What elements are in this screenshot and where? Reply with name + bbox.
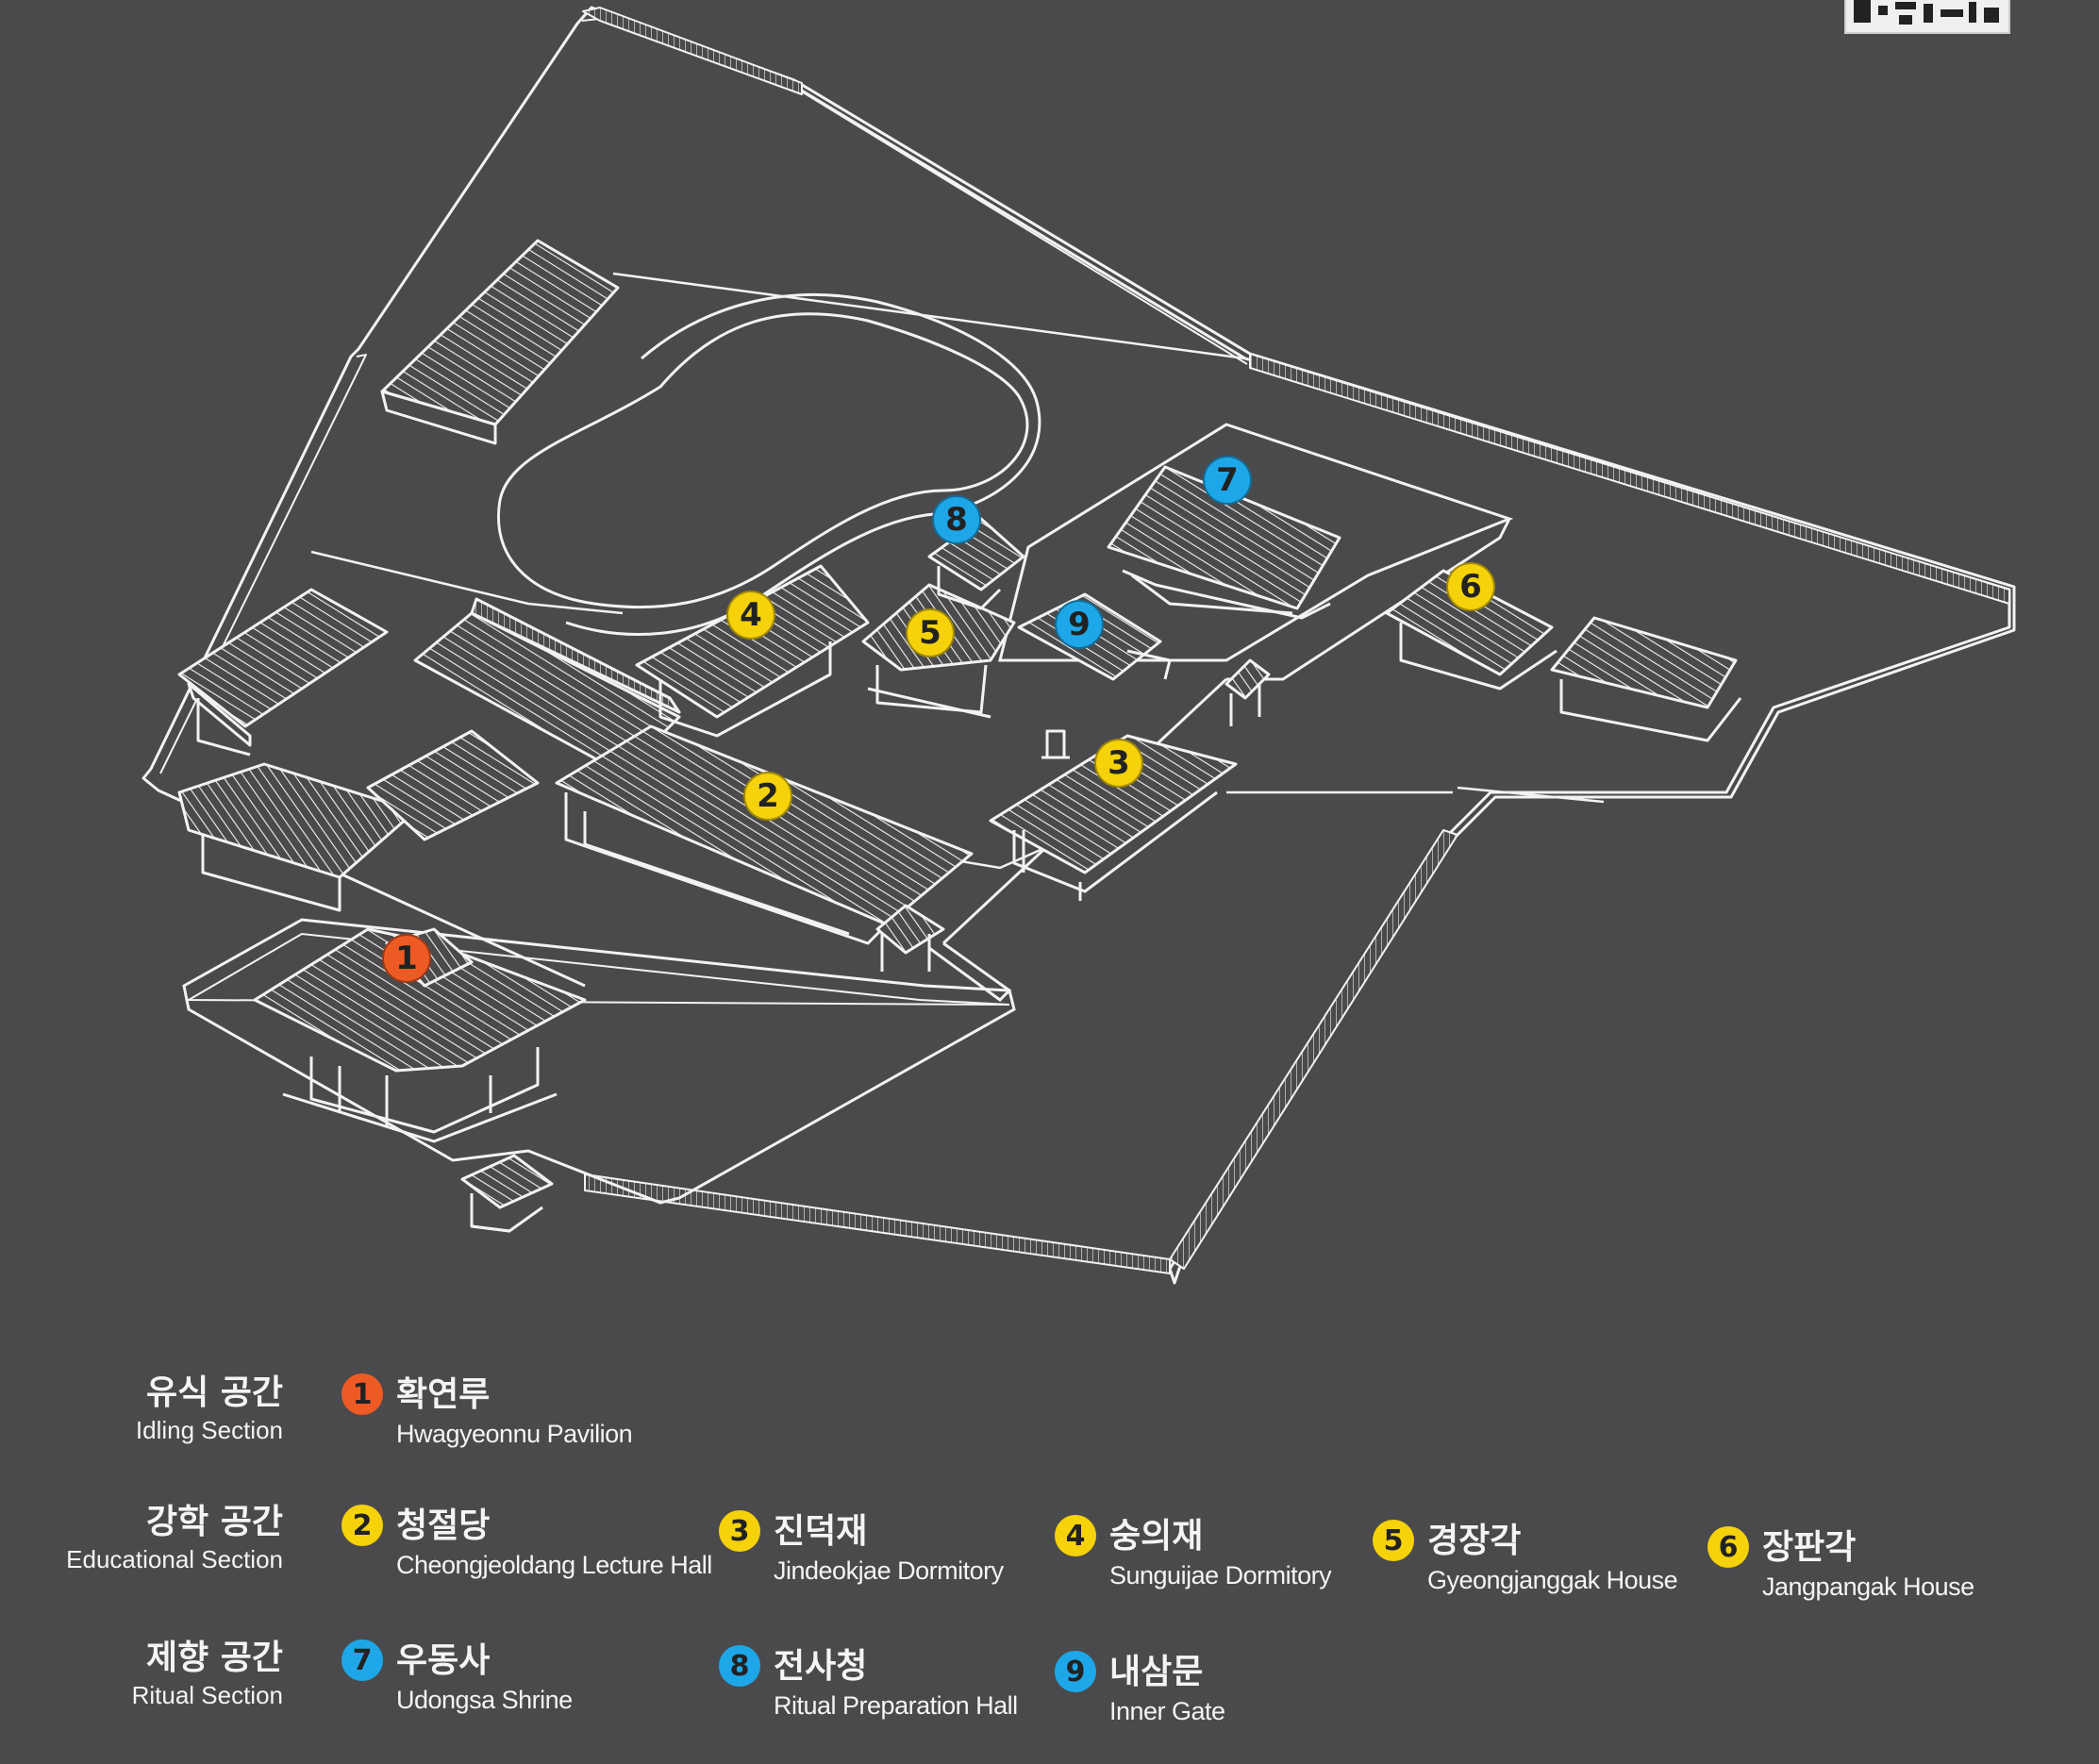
legend-number-badge: 9 [1055, 1651, 1096, 1692]
section-title-ko: 강학 공간 [145, 1503, 283, 1541]
jindeokjae-building [989, 734, 1238, 901]
legend-item-en: Gyeongjanggak House [1427, 1566, 1678, 1594]
legend-number-badge: 4 [1055, 1515, 1096, 1556]
legend-item-5: 5 경장각 Gyeongjanggak House [1373, 1520, 1678, 1599]
legend-item-9: 9 내삼문 Inner Gate [1055, 1651, 1225, 1730]
west-hall [177, 588, 389, 757]
section-title-ko: 제향 공간 [145, 1639, 283, 1677]
legend-section-educational: 강학 공간 Educational Section [0, 1502, 283, 1575]
legend-number-badge: 7 [342, 1639, 383, 1681]
legend-item-ko: 장판각 [1762, 1528, 1857, 1567]
legend-item-ko: 내삼문 [1109, 1653, 1204, 1691]
pavilion-enclosure [182, 918, 1016, 1205]
qr-code-icon [1844, 0, 2010, 34]
legend-section-idling: 유식 공간 Idling Section [0, 1373, 283, 1446]
legend-item-3: 3 진덕재 Jindeokjae Dormitory [719, 1510, 1004, 1589]
legend-item-ko: 확연루 [396, 1375, 491, 1414]
legend-item-en: Cheongjeoldang Lecture Hall [396, 1551, 712, 1579]
north-storehouse [380, 239, 620, 445]
map-marker-3: 3 [1094, 739, 1143, 788]
legend-item-2: 2 청절당 Cheongjeoldang Lecture Hall [342, 1505, 712, 1584]
map-marker-6: 6 [1446, 562, 1495, 611]
map-marker-7: 7 [1203, 456, 1252, 505]
southwest-hall [177, 762, 417, 912]
map-marker-5: 5 [906, 608, 955, 657]
central-long-hall [413, 597, 681, 775]
section-title-en: Educational Section [66, 1545, 283, 1573]
legend-item-ko: 청절당 [396, 1506, 491, 1545]
legend-item-en: Ritual Preparation Hall [774, 1691, 1018, 1720]
legend-item-en: Udongsa Shrine [396, 1686, 573, 1714]
legend-item-ko: 진덕재 [774, 1512, 868, 1551]
section-title-en: Idling Section [135, 1416, 283, 1444]
legend-number-badge: 1 [342, 1373, 383, 1415]
legend-number-badge: 8 [719, 1645, 760, 1687]
map-marker-4: 4 [726, 591, 775, 640]
map-marker-9: 9 [1055, 600, 1104, 649]
legend-item-7: 7 우동사 Udongsa Shrine [342, 1639, 573, 1719]
legend-number-badge: 2 [342, 1505, 383, 1546]
pond [497, 293, 1041, 636]
legend-item-en: Inner Gate [1109, 1697, 1225, 1725]
legend-number-badge: 6 [1708, 1526, 1749, 1568]
jangpangak-building [1385, 569, 1558, 691]
east-storehouse [1550, 616, 1742, 742]
east-gate [1224, 658, 1271, 726]
west-wing [366, 729, 540, 841]
legend-number-badge: 3 [719, 1510, 760, 1552]
legend-item-6: 6 장판각 Jangpangak House [1708, 1526, 1974, 1606]
legend-item-en: Hwagyeonnu Pavilion [396, 1420, 633, 1448]
legend-item-ko: 우동사 [396, 1641, 491, 1680]
map-marker-1: 1 [382, 934, 431, 983]
outer-wall [142, 6, 2016, 1285]
udongsa-building [1107, 465, 1341, 620]
section-title-en: Ritual Section [131, 1681, 283, 1709]
legend-section-ritual: 제향 공간 Ritual Section [0, 1638, 283, 1711]
legend-item-en: Jangpangak House [1762, 1573, 1974, 1601]
legend-item-1: 1 확연루 Hwagyeonnu Pavilion [342, 1373, 633, 1453]
legend-item-8: 8 전사청 Ritual Preparation Hall [719, 1645, 1018, 1724]
legend-item-4: 4 숭의재 Sunguijae Dormitory [1055, 1515, 1332, 1594]
legend-number-badge: 5 [1373, 1520, 1414, 1561]
cheongjeoldang-building [555, 724, 974, 972]
legend-item-en: Sunguijae Dormitory [1109, 1561, 1332, 1589]
map-marker-8: 8 [932, 495, 981, 544]
legend-item-ko: 전사청 [774, 1647, 868, 1686]
buildings [177, 239, 1742, 1233]
map-marker-2: 2 [743, 772, 792, 821]
legend-item-ko: 숭의재 [1109, 1517, 1204, 1556]
section-title-ko: 유식 공간 [145, 1373, 283, 1412]
hwagyeonnu-building [253, 927, 587, 1143]
stone-monument [1041, 729, 1070, 759]
front-gate [460, 1154, 554, 1233]
legend-item-ko: 경장각 [1427, 1522, 1522, 1560]
legend-item-en: Jindeokjae Dormitory [774, 1556, 1004, 1585]
